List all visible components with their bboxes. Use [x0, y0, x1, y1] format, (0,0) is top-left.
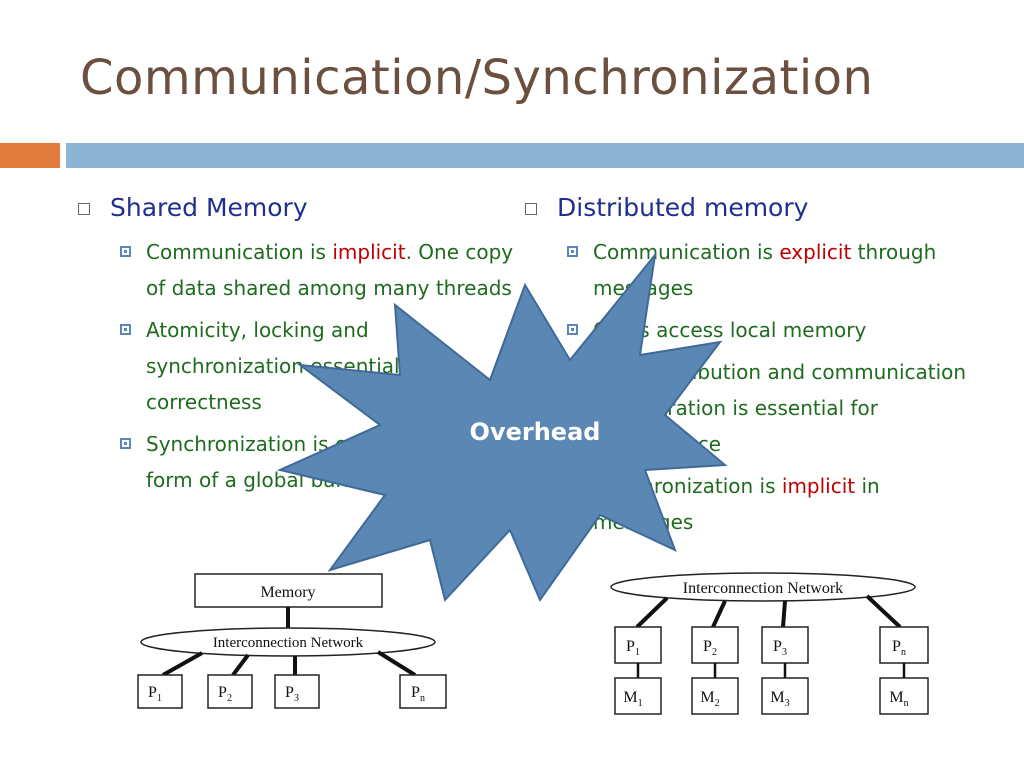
shared-memory-heading: Shared Memory — [110, 193, 308, 222]
shared-memory-heading-item: Shared Memory — [78, 192, 518, 224]
local-memory-box — [761, 677, 809, 715]
proc-link — [781, 600, 787, 628]
distributed-memory-heading: Distributed memory — [557, 193, 809, 222]
processor-label: Pn — [892, 638, 906, 658]
network-label: Interconnection Network — [213, 635, 364, 651]
starburst-icon — [276, 251, 728, 603]
local-memory-box — [691, 677, 739, 715]
proc-link — [635, 596, 669, 629]
processor-label: P2 — [218, 684, 232, 704]
memory-label: Memory — [260, 584, 315, 601]
processor-label: P1 — [626, 638, 640, 658]
square-bullet-icon — [567, 324, 578, 335]
processor-label: Pn — [411, 684, 425, 704]
shared-memory-diagram: Memory Interconnection Network P1 P2 P3 … — [130, 568, 460, 718]
point-text-post: . One copy of data shared among many thr… — [146, 240, 514, 300]
proc-link — [711, 600, 727, 628]
point-emphasis: implicit — [781, 474, 856, 498]
shared-point-atomicity: Atomicity, locking and synchronization e… — [78, 312, 518, 420]
shared-point-communication: Communication is implicit. One copy of d… — [78, 234, 518, 306]
square-bullet-icon — [567, 246, 578, 257]
point-text-pre: Communication is — [146, 240, 333, 264]
processor-label: P3 — [773, 638, 787, 658]
point-emphasis: explicit — [779, 240, 852, 264]
square-bullet-icon — [120, 438, 131, 449]
processor-label: P1 — [148, 684, 162, 704]
point-emphasis: implicit — [332, 240, 406, 264]
shared-memory-column: Shared Memory Communication is implicit.… — [78, 192, 518, 504]
local-memory-label: M3 — [770, 689, 789, 709]
processor-box — [399, 674, 447, 709]
slide-title: Communication/Synchronization — [80, 50, 874, 106]
processor-box — [137, 674, 183, 709]
local-memory-label: Mn — [889, 689, 908, 709]
local-memory-box — [879, 677, 929, 715]
network-ellipse — [140, 627, 436, 657]
point-text-pre: Communication is — [593, 240, 780, 264]
local-memory-label: M1 — [623, 689, 642, 709]
proc-link — [231, 653, 250, 677]
shared-memory-points: Communication is implicit. One copy of d… — [78, 234, 518, 498]
shared-point-synchronization: Synchronization is explicit in the form … — [78, 426, 518, 498]
square-bullet-icon — [120, 324, 131, 335]
network-ellipse — [610, 572, 916, 602]
network-label: Interconnection Network — [683, 580, 843, 597]
processor-box — [691, 626, 739, 664]
distributed-memory-heading-item: Distributed memory — [525, 192, 985, 224]
overhead-starburst — [270, 250, 730, 610]
local-memory-box — [614, 677, 662, 715]
processor-label: P3 — [285, 684, 299, 704]
overhead-label: Overhead — [469, 418, 601, 446]
distributed-memory-diagram: Interconnection Network P1 P2 P3 Pn M1 M… — [605, 565, 945, 720]
square-bullet-icon — [525, 203, 537, 215]
accent-bar-orange — [0, 143, 60, 168]
processor-box — [274, 674, 320, 709]
processor-label: P2 — [703, 638, 717, 658]
local-memory-label: M2 — [700, 689, 719, 709]
accent-bar-blue — [66, 143, 1024, 168]
proc-link — [376, 650, 417, 677]
processor-box — [207, 674, 253, 709]
processor-box — [614, 626, 662, 664]
point-text: Synchronization is explicit in the form … — [146, 432, 471, 492]
proc-link — [162, 651, 203, 677]
point-text: Atomicity, locking and synchronization e… — [146, 318, 434, 414]
proc-link — [865, 594, 902, 629]
processor-box — [879, 626, 929, 664]
square-bullet-icon — [120, 246, 131, 257]
square-bullet-icon — [78, 203, 90, 215]
